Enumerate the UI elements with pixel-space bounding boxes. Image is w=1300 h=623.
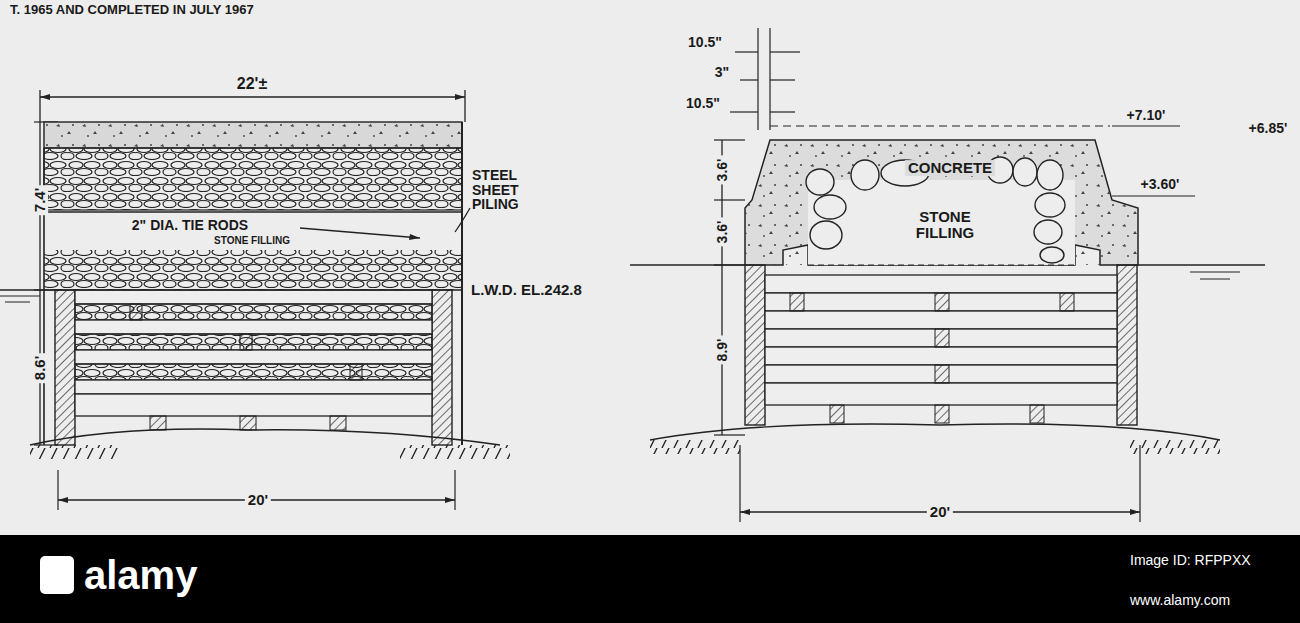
elevation-label: +3.60' [1141, 177, 1180, 192]
material-label: STONE FILLING [905, 209, 985, 241]
dimension-label: 20' [245, 492, 271, 508]
header-note: T. 1965 AND COMPLETED IN JULY 1967 [10, 3, 254, 17]
part-label: 2" DIA. TIE RODS [129, 218, 251, 233]
watermark-logo: alamy [84, 554, 197, 596]
dimension-label: 20' [927, 504, 953, 520]
part-label: STONE FILLING [214, 236, 290, 247]
elevation-label: +6.85' [1246, 121, 1291, 136]
dimension-label: 22'± [234, 76, 270, 93]
dimension-label: 8.9' [715, 336, 730, 365]
dimension-label: 3.6' [715, 156, 730, 185]
dimension-label: 8.6' [32, 353, 48, 383]
part-label: STEEL SHEET PILING [472, 168, 534, 212]
dimension-label: 3.6' [715, 218, 730, 247]
watermark-id: Image ID: RFPPXX [1130, 553, 1251, 568]
material-label: CONCRETE [905, 160, 995, 176]
dimension-label: 7.4' [32, 185, 48, 215]
elevation-label: +7.10' [1127, 108, 1166, 123]
dimension-label: 3" [715, 65, 729, 80]
watermark-url: www.alamy.com [1130, 593, 1230, 608]
elevation-label: L.W.D. EL.242.8 [468, 282, 585, 298]
dimension-label: 10.5" [686, 96, 720, 111]
dimension-label: 10.5" [688, 35, 722, 50]
